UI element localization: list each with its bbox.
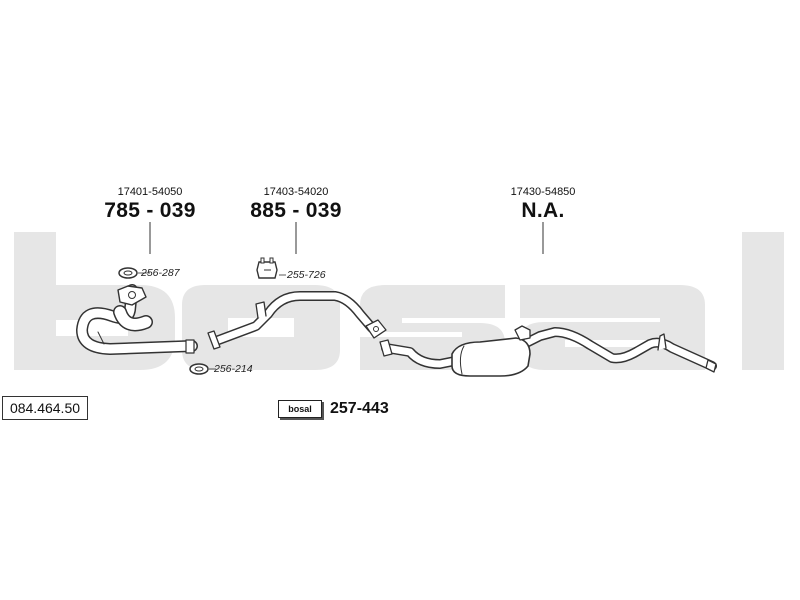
- ref-gasket-lower: 256-214: [214, 363, 253, 375]
- mounting-kit-number: 257-443: [330, 400, 389, 417]
- ref-clamp-hanger: 255-726: [287, 269, 326, 281]
- clamp-hanger: [256, 257, 286, 279]
- intermediate-pipe: [207, 291, 387, 350]
- leader-lines: [149, 222, 544, 254]
- oe-number-intermediate-pipe: 17403-54020: [263, 186, 329, 198]
- gasket-ring-front: [118, 267, 150, 279]
- front-pipe: [76, 284, 198, 355]
- oe-number-rear-section: 17430-54850: [510, 186, 576, 198]
- bosal-logo-box: bosal: [278, 400, 322, 418]
- gasket-ring-lower: [189, 363, 216, 375]
- part-number-front-pipe: 785 - 039: [104, 199, 196, 222]
- diagram-number: 084.464.50: [2, 396, 88, 420]
- rear-muffler-section: [379, 325, 717, 377]
- oe-number-front-pipe: 17401-54050: [117, 186, 183, 198]
- ref-gasket-front: 256-287: [141, 267, 180, 279]
- part-number-rear-section: N.A.: [521, 199, 565, 222]
- part-number-intermediate-pipe: 885 - 039: [250, 199, 342, 222]
